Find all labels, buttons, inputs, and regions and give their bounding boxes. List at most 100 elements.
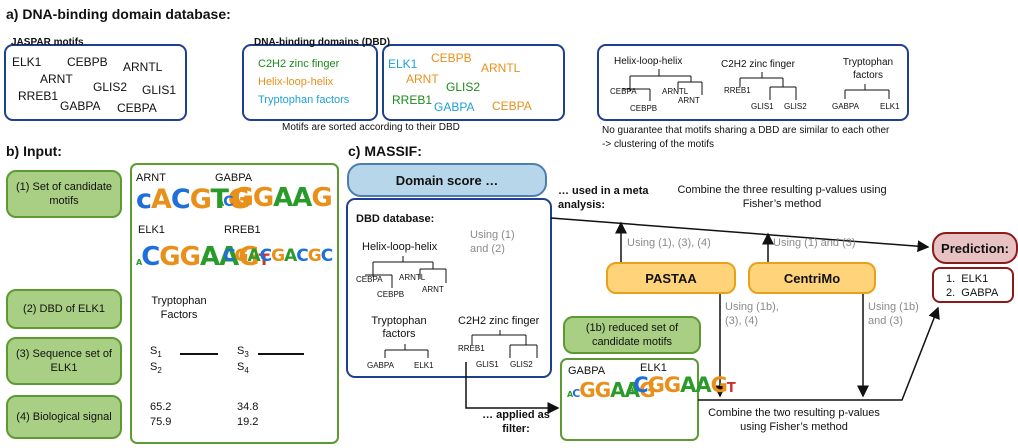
logo-name: ARNT <box>136 172 166 184</box>
seq-label-2: S2 <box>150 361 162 376</box>
motif-logo-arnt: cACGTG <box>136 184 250 215</box>
input-box-sequence-set: (3) Sequence set of ELK1 <box>6 337 122 385</box>
signal-value: 65.2 <box>150 401 172 413</box>
using-134-label: Using (1), (3), (4) <box>627 237 711 249</box>
logo-name: RREB1 <box>224 224 261 236</box>
motif-logo-elk1: ACGGAAGT <box>136 242 269 272</box>
tree-tryp-c <box>384 344 429 358</box>
tree-leaf: GLIS2 <box>510 360 533 369</box>
tree-leaf: GLIS1 <box>476 360 499 369</box>
dbd-item: Tryptophan factors <box>258 94 350 106</box>
tree-leaf: RREB1 <box>724 86 751 95</box>
clustering-note: No guarantee that motifs sharing a DBD a… <box>602 125 890 150</box>
tree-tryp-label: Tryptophan factors <box>842 57 894 81</box>
dbd-value: Tryptophan Factors <box>151 295 207 321</box>
sorted-motif: GLIS2 <box>446 80 481 94</box>
tree-leaf: ARNTL <box>662 87 689 96</box>
logo-name: GABPA <box>215 172 253 184</box>
input-box-dbd: (2) DBD of ELK1 <box>6 289 122 329</box>
jaspar-label: JASPAR motifs <box>11 37 84 48</box>
prediction-list: 1. ELK1 2. GABPA <box>932 267 1014 303</box>
tree-leaf: GABPA <box>367 361 394 370</box>
tree-leaf: GLIS1 <box>751 102 774 111</box>
jaspar-motif: GLIS2 <box>93 80 128 94</box>
using-1b3-label: Using (1b) and (3) <box>868 301 919 327</box>
tree-leaf: CEBPA <box>610 87 637 96</box>
tree-leaf: CEBPA <box>356 275 383 284</box>
tree-hlh-c <box>365 256 447 288</box>
tree-tryp-a <box>844 84 890 99</box>
input-panel <box>130 163 339 444</box>
tree-c2h2-c <box>471 330 538 358</box>
motif-logo-gabpa: ACGGAAG <box>218 183 333 213</box>
tree-leaf: ARNT <box>422 285 444 294</box>
jaspar-motif: RREB1 <box>18 89 59 103</box>
seq-label-3: S3 <box>237 345 249 360</box>
trees-box <box>597 44 909 121</box>
tree-c2h2-label: C2H2 zinc finger <box>721 59 795 70</box>
jaspar-motif: GLIS1 <box>142 83 177 97</box>
sorted-motif: CEBPB <box>431 51 472 65</box>
signal-value: 34.8 <box>237 401 259 413</box>
centrimo-box: CentriMo <box>748 262 876 294</box>
jaspar-motif: ARNT <box>40 72 73 86</box>
tree-leaf: GLIS2 <box>784 102 807 111</box>
tree-hlh-label: Helix-loop-helix <box>614 56 683 67</box>
section-b-title: b) Input: <box>6 143 62 159</box>
sorted-motif: CEBPA <box>492 99 532 113</box>
reduced-set-box: (1b) reduced set of candidate motifs <box>563 316 701 354</box>
applied-filter-label: … applied as filter: <box>482 409 550 435</box>
reduced-logo-name: GABPA <box>568 365 606 377</box>
using-1b34-label: Using (1b), (3), (4) <box>725 301 779 327</box>
seq-label-4: S4 <box>237 361 249 376</box>
jaspar-motif: GABPA <box>60 99 101 113</box>
sorted-motif: RREB1 <box>392 93 433 107</box>
combine-two-label: Combine the two resulting p-values using… <box>708 407 880 433</box>
sorted-motif: ARNT <box>406 72 439 86</box>
tree-leaf: ELK1 <box>880 102 900 111</box>
sorted-caption: Motifs are sorted according to their DBD <box>282 122 460 133</box>
db-tryp-label: Tryptophan factors <box>371 315 427 340</box>
sorted-box <box>382 44 565 121</box>
prediction-title: Prediction: <box>932 232 1018 264</box>
sorted-motif: ELK1 <box>388 57 418 71</box>
db-hlh-label: Helix-loop-helix <box>362 241 438 253</box>
section-c-title: c) MASSIF: <box>348 143 422 159</box>
tree-leaf: ELK1 <box>414 361 434 370</box>
jaspar-motif: CEBPA <box>117 101 157 115</box>
jaspar-box <box>4 44 187 121</box>
tree-leaf: ARNTL <box>399 273 426 282</box>
seq-label-1: S1 <box>150 345 162 360</box>
logo-name: ELK1 <box>138 224 165 236</box>
dbd-item: Helix-loop-helix <box>258 76 334 88</box>
tree-hlh-a <box>623 69 703 101</box>
tree-leaf: CEBPB <box>630 104 658 113</box>
signal-value: 19.2 <box>237 416 259 428</box>
jaspar-motif: ELK1 <box>12 55 42 69</box>
reduced-logo-elk1: ACGGAAGT <box>628 373 736 397</box>
prediction-item-1: 1. ELK1 <box>946 273 989 285</box>
dbd-item: C2H2 zinc finger <box>258 58 340 70</box>
motif-logo-rreb1: CGACGACGC <box>223 246 333 266</box>
tree-leaf: ARNT <box>678 96 700 105</box>
sorted-motif: ARNTL <box>481 61 521 75</box>
domain-score-box: Domain score … <box>347 163 547 197</box>
jaspar-motif: CEBPB <box>67 55 108 69</box>
tree-leaf: GABPA <box>832 102 859 111</box>
db-c2h2-label: C2H2 zinc finger <box>458 315 540 327</box>
signal-value: 75.9 <box>150 416 172 428</box>
tree-leaf: CEBPB <box>377 290 405 299</box>
reduced-logo-gabpa: ACGGAAG <box>567 378 656 402</box>
pastaa-box: PASTAA <box>606 262 736 294</box>
used-in-meta-label: … used in a meta analysis: <box>558 185 649 211</box>
reduced-logo-name: ELK1 <box>640 362 667 374</box>
prediction-item-2: 2. GABPA <box>946 287 999 299</box>
dbd-database-box <box>346 198 552 378</box>
dbd-database-title: DBD database: <box>356 213 435 225</box>
jaspar-motif: ARNTL <box>123 60 163 74</box>
sorted-motif: GABPA <box>434 100 475 114</box>
input-box-biological-signal: (4) Biological signal <box>6 395 122 439</box>
tree-leaf: RREB1 <box>458 344 485 353</box>
using-12-label: Using (1) and (2) <box>470 229 515 255</box>
